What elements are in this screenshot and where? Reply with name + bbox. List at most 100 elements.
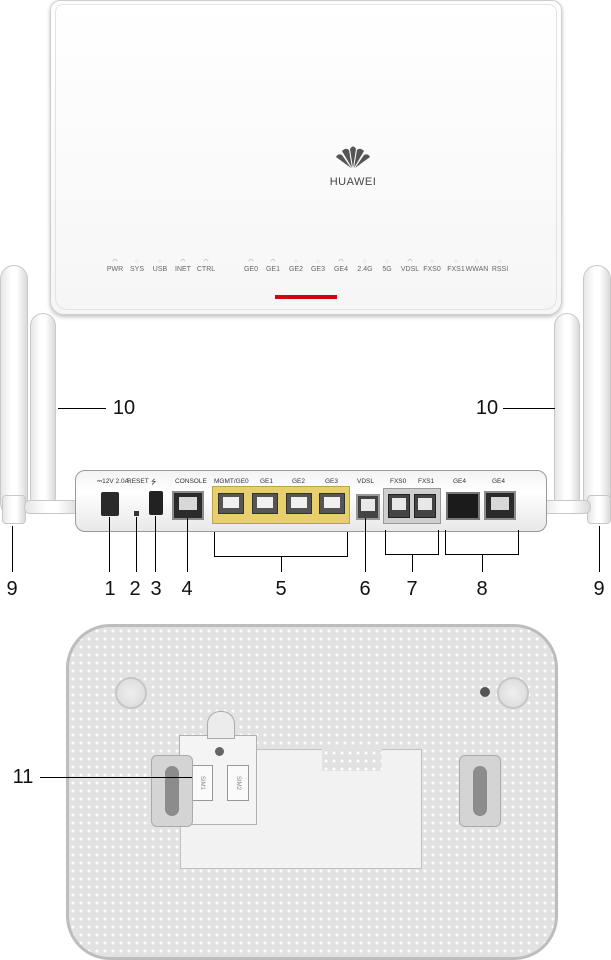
ge3-label: GE3 — [325, 478, 339, 485]
leader-line-1 — [109, 517, 110, 572]
reset-button — [134, 511, 139, 516]
rubber-foot-left — [115, 677, 147, 709]
leader-line-9-right — [599, 526, 600, 572]
top-inner-bezel — [55, 4, 557, 310]
leader-line-3 — [155, 516, 156, 572]
indicator-rssi: ◌RSSI — [491, 259, 509, 273]
power-jack — [101, 492, 119, 516]
indicator-pwr: ◠PWR — [106, 259, 124, 273]
antenna-right-arm — [541, 500, 591, 514]
ge1-label: GE1 — [260, 478, 274, 485]
vdsl-port — [356, 494, 380, 520]
antenna-left-outer — [0, 265, 28, 517]
power-label: ⎓12V 2.0A — [97, 478, 129, 485]
ge2-port — [286, 493, 312, 514]
leader-line-5 — [281, 556, 282, 572]
leader-line-11 — [40, 777, 192, 778]
antenna-right-outer — [583, 265, 611, 517]
fxs0-label: FXS0 — [390, 478, 407, 485]
callout-5: 5 — [275, 578, 287, 600]
label-area-notch — [322, 749, 382, 771]
vdsl-label: VDSL — [357, 478, 374, 485]
rubber-foot-right — [497, 677, 529, 709]
indicator-fxs0: ◌FXS0 — [423, 259, 441, 273]
callout-10-right: 10 — [475, 397, 499, 419]
antenna-right-inner — [554, 313, 580, 510]
leader-line-8 — [482, 554, 483, 572]
status-light-bar — [275, 295, 337, 299]
usb-port — [149, 491, 163, 515]
indicator-fxs1: ◌FXS1 — [447, 259, 465, 273]
antenna-right-hinge — [587, 495, 611, 524]
callout-10-left: 10 — [112, 397, 136, 419]
fxs1-port — [414, 494, 436, 518]
bracket-7-right — [438, 530, 439, 554]
sim1-slot: SIM1 — [191, 765, 213, 801]
antenna-left-hinge — [2, 495, 26, 524]
indicator-ge1: ◠GE1 — [265, 259, 280, 273]
indicator-vdsl: ◠VDSL — [400, 259, 420, 273]
callout-7: 7 — [406, 578, 418, 600]
sim-cover-hinge — [207, 711, 235, 739]
bracket-8-left — [445, 530, 446, 554]
ge4-sfp-label: GE4 — [453, 478, 467, 485]
sim2-slot: SIM2 — [227, 765, 249, 801]
wall-mount-slot-right — [459, 755, 501, 827]
callout-9-left: 9 — [6, 578, 18, 600]
router-bottom-view: SIM1 SIM2 — [66, 624, 558, 960]
router-top-view: HUAWEI — [50, 0, 562, 315]
ge4-rj45-label: GE4 — [492, 478, 506, 485]
leader-line-6 — [365, 518, 366, 572]
ge4-sfp-port — [446, 492, 480, 520]
fxs1-label: FXS1 — [418, 478, 435, 485]
screw-icon — [480, 687, 490, 697]
indicator-ge3: ◌GE3 — [310, 259, 325, 273]
bracket-5-left — [214, 532, 215, 556]
callout-2: 2 — [129, 578, 141, 600]
indicator-2g4: ◌2.4G — [357, 259, 373, 273]
ge3-port — [319, 493, 345, 514]
wall-mount-slot-left — [151, 755, 193, 827]
mgmt-label: MGMT/GE0 — [214, 478, 249, 485]
reset-label: RESET — [127, 478, 149, 485]
callout-6: 6 — [359, 578, 371, 600]
ge4-rj45-port — [484, 491, 516, 520]
indicator-ge0: ◠GE0 — [243, 259, 258, 273]
indicator-ge2: ◌GE2 — [288, 259, 303, 273]
indicator-wwan: ◌WWAN — [465, 259, 489, 273]
console-port — [172, 491, 204, 520]
indicator-ctrl: ◠CTRL — [196, 259, 216, 273]
sim-cover-screw-icon — [215, 747, 224, 756]
bracket-8-right — [518, 530, 519, 554]
ge2-label: GE2 — [292, 478, 306, 485]
callout-9-right: 9 — [593, 578, 605, 600]
bracket-5-right — [347, 532, 348, 556]
indicator-usb: ◌USB — [152, 259, 168, 273]
bracket-7-left — [385, 530, 386, 554]
console-label: CONSOLE — [175, 478, 207, 485]
leader-line-7 — [412, 554, 413, 572]
fxs0-port — [388, 494, 410, 518]
indicator-ge4: ◠GE4 — [333, 259, 348, 273]
usb-icon: ⭍ — [151, 479, 157, 486]
callout-8: 8 — [476, 578, 488, 600]
ge1-port — [252, 493, 278, 514]
mgmt-ge0-port — [218, 493, 244, 514]
callout-11: 11 — [12, 766, 34, 788]
leader-line-10-left — [58, 408, 106, 409]
indicator-inet: ◠INET — [175, 259, 191, 273]
antenna-left-inner — [30, 313, 56, 510]
leader-line-9-left — [12, 526, 13, 572]
leader-line-10-right — [503, 408, 555, 409]
callout-3: 3 — [150, 578, 162, 600]
indicator-5g: ◌5G — [382, 259, 392, 273]
antenna-left-arm — [24, 500, 80, 514]
huawei-logo-icon — [336, 146, 370, 168]
leader-line-2 — [136, 517, 137, 572]
huawei-logo: HUAWEI — [323, 141, 383, 188]
callout-1: 1 — [104, 578, 116, 600]
brand-name: HUAWEI — [329, 176, 377, 188]
indicator-sys: ◌SYS — [129, 259, 144, 273]
leader-line-4 — [187, 518, 188, 572]
callout-4: 4 — [181, 578, 193, 600]
